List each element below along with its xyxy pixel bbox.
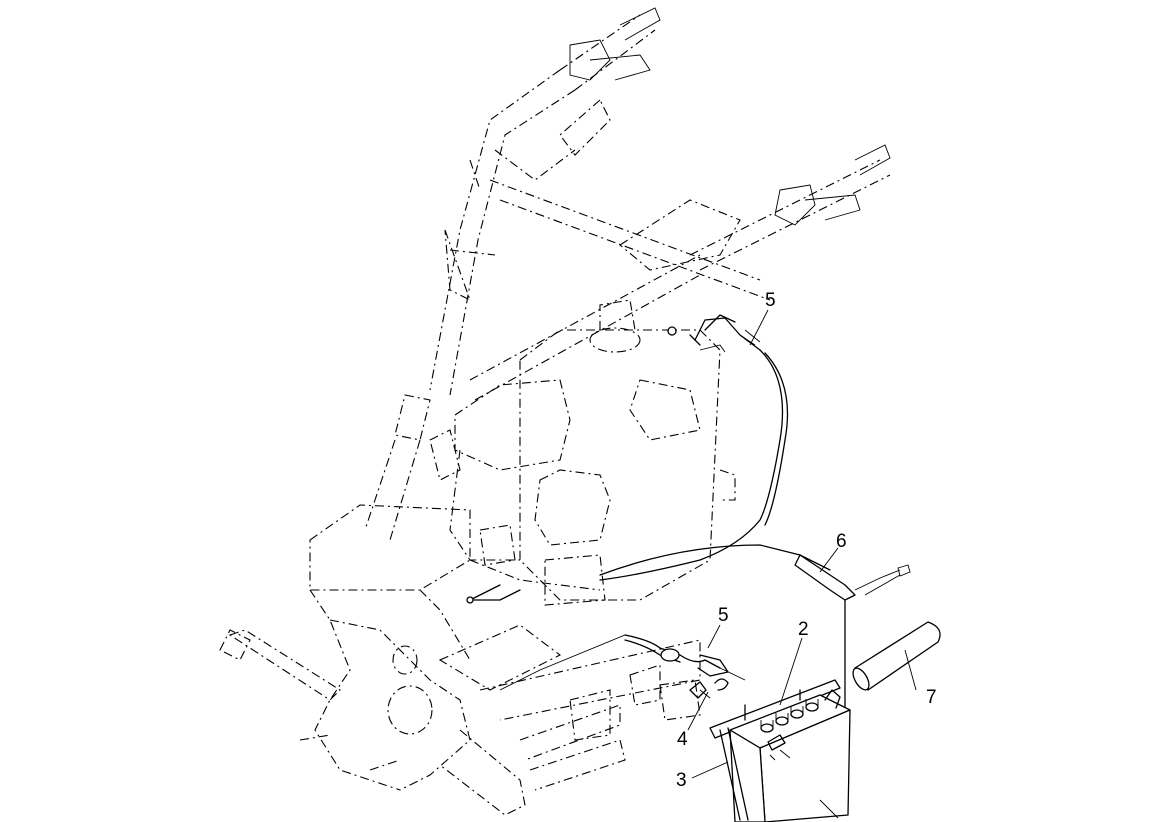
callout-6: 6 [836,531,847,552]
positive-cable-upper [599,314,789,581]
leader-5-lower [707,624,721,649]
protective-tube [852,621,941,691]
terminal-hardware [689,678,729,699]
leader-5-upper [749,309,769,346]
leader-lines [687,309,917,819]
leader-6 [819,547,839,573]
callout-7: 7 [926,687,937,708]
battery [719,689,851,822]
leader-2 [779,637,803,706]
callout-5-upper: 5 [765,290,776,311]
leader-7 [904,649,917,691]
chassis-phantom [219,504,701,816]
bolt-icon [466,596,474,604]
callout-5-lower: 5 [718,605,729,626]
engine-phantom [429,299,736,606]
leader-1 [819,799,839,819]
battery-hold-down [709,679,841,739]
handlebar-phantom [364,7,891,541]
nut-icon [667,326,677,336]
leader-3 [691,761,729,779]
callout-4: 4 [677,729,688,750]
negative-cable [466,544,911,711]
callout-2: 2 [798,619,809,640]
positive-cable-lower [499,634,746,691]
callout-3: 3 [676,770,687,791]
leader-4 [687,691,709,731]
